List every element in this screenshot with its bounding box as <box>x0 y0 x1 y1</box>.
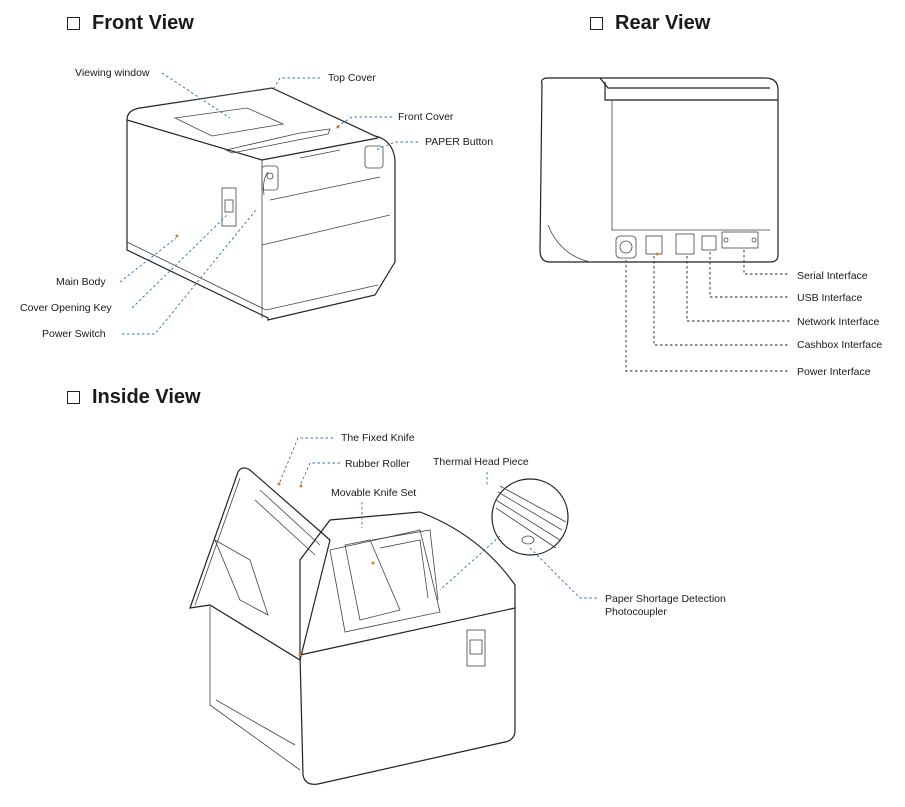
label-cashbox-interface: Cashbox Interface <box>797 339 883 351</box>
label-top-cover: Top Cover <box>328 72 376 84</box>
rear-view-title: Rear View <box>590 12 710 35</box>
label-cover-opening-key: Cover Opening Key <box>20 302 112 314</box>
label-fixed-knife: The Fixed Knife <box>341 432 415 444</box>
label-thermal-head-piece: Thermal Head Piece <box>433 456 529 468</box>
front-printer-drawing <box>126 87 396 321</box>
inside-printer-drawing <box>189 467 569 785</box>
label-viewing-window: Viewing window <box>75 67 150 79</box>
label-movable-knife-set: Movable Knife Set <box>331 487 417 499</box>
checkbox-icon <box>67 17 80 30</box>
rear-view-title-text: Rear View <box>615 12 711 34</box>
inside-view-title-text: Inside View <box>92 386 201 408</box>
label-front-cover: Front Cover <box>398 111 454 123</box>
label-usb-interface: USB Interface <box>797 292 863 304</box>
label-power-switch: Power Switch <box>42 328 106 340</box>
label-main-body: Main Body <box>56 276 106 288</box>
rear-printer-drawing <box>539 77 779 263</box>
front-view-title: Front View <box>67 12 194 35</box>
label-photocoupler: Photocoupler <box>605 606 667 618</box>
label-serial-interface: Serial Interface <box>797 270 868 282</box>
checkbox-icon <box>590 17 603 30</box>
inside-view-title: Inside View <box>67 386 201 409</box>
label-paper-button: PAPER Button <box>425 136 494 148</box>
front-view-title-text: Front View <box>92 12 194 34</box>
label-network-interface: Network Interface <box>797 316 880 328</box>
label-paper-shortage-detection: Paper Shortage Detection <box>605 593 726 605</box>
checkbox-icon <box>67 391 80 404</box>
label-power-interface: Power Interface <box>797 366 871 378</box>
label-rubber-roller: Rubber Roller <box>345 458 410 470</box>
